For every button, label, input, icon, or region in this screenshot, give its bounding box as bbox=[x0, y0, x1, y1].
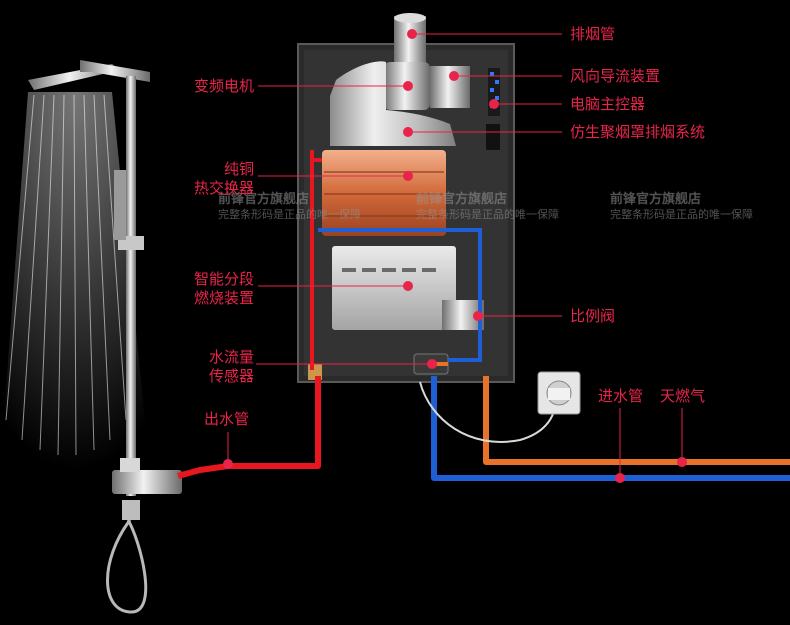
label-water-outlet: 出水管 bbox=[204, 410, 250, 428]
internal-pipes bbox=[310, 150, 482, 370]
mixer-knob bbox=[120, 458, 140, 472]
water-streams bbox=[5, 94, 127, 456]
label-computer-controller: 电脑主控器 bbox=[570, 95, 646, 113]
label-vf-motor: 变频电机 bbox=[193, 77, 254, 95]
watermark-title: 前锋官方旗舰店 bbox=[610, 192, 702, 207]
watermark-subtitle: 完整条形码是正品的唯一保障 bbox=[218, 208, 361, 221]
gas-pipe bbox=[483, 376, 790, 465]
watermark-1: 前锋官方旗舰店 完整条形码是正品的唯一保障 bbox=[218, 192, 361, 222]
leader-dots bbox=[223, 29, 687, 483]
label-bionic-hood: 仿生聚烟罩排烟系统 bbox=[570, 123, 706, 141]
label-burner-1: 智能分段 bbox=[193, 270, 254, 288]
watermark-title: 前锋官方旗舰店 bbox=[416, 192, 508, 207]
bionic-hood-shape bbox=[330, 61, 456, 147]
leader-lines bbox=[227, 33, 683, 476]
shower-hose bbox=[106, 519, 148, 614]
watermark-subtitle: 完整条形码是正品的唯一保障 bbox=[416, 208, 559, 221]
label-copper-hx-1: 纯铜 bbox=[223, 160, 254, 178]
label-copper-hx-2: 热交换器 bbox=[193, 179, 254, 197]
shower-riser bbox=[126, 76, 136, 496]
label-flow-sensor-2: 传感器 bbox=[208, 367, 254, 385]
wind-guide-shape bbox=[430, 66, 470, 108]
label-water-inlet: 进水管 bbox=[598, 387, 644, 405]
mixer-body bbox=[112, 470, 182, 494]
watermark-3: 前锋官方旗舰店 完整条形码是正品的唯一保障 bbox=[610, 192, 753, 222]
label-natural-gas: 天燃气 bbox=[660, 387, 706, 405]
mixer-lever bbox=[122, 500, 140, 520]
label-flow-sensor-1: 水流量 bbox=[208, 348, 254, 366]
hand-shower bbox=[114, 170, 126, 240]
watermark-title: 前锋官方旗舰店 bbox=[218, 192, 310, 207]
watermark-subtitle: 完整条形码是正品的唯一保障 bbox=[610, 208, 753, 221]
burner-shape bbox=[332, 246, 456, 330]
heater-cabinet bbox=[297, 13, 515, 383]
power-cord bbox=[419, 381, 557, 443]
label-exhaust-pipe: 排烟管 bbox=[570, 25, 616, 43]
label-wind-guide: 风向导流装置 bbox=[570, 67, 661, 85]
shower-arm bbox=[80, 60, 150, 82]
watermark-2: 前锋官方旗舰店 完整条形码是正品的唯一保障 bbox=[416, 192, 559, 222]
shower-set bbox=[0, 60, 182, 614]
label-proportional-valve: 比例阀 bbox=[570, 307, 616, 325]
label-burner-2: 燃烧装置 bbox=[193, 289, 254, 307]
